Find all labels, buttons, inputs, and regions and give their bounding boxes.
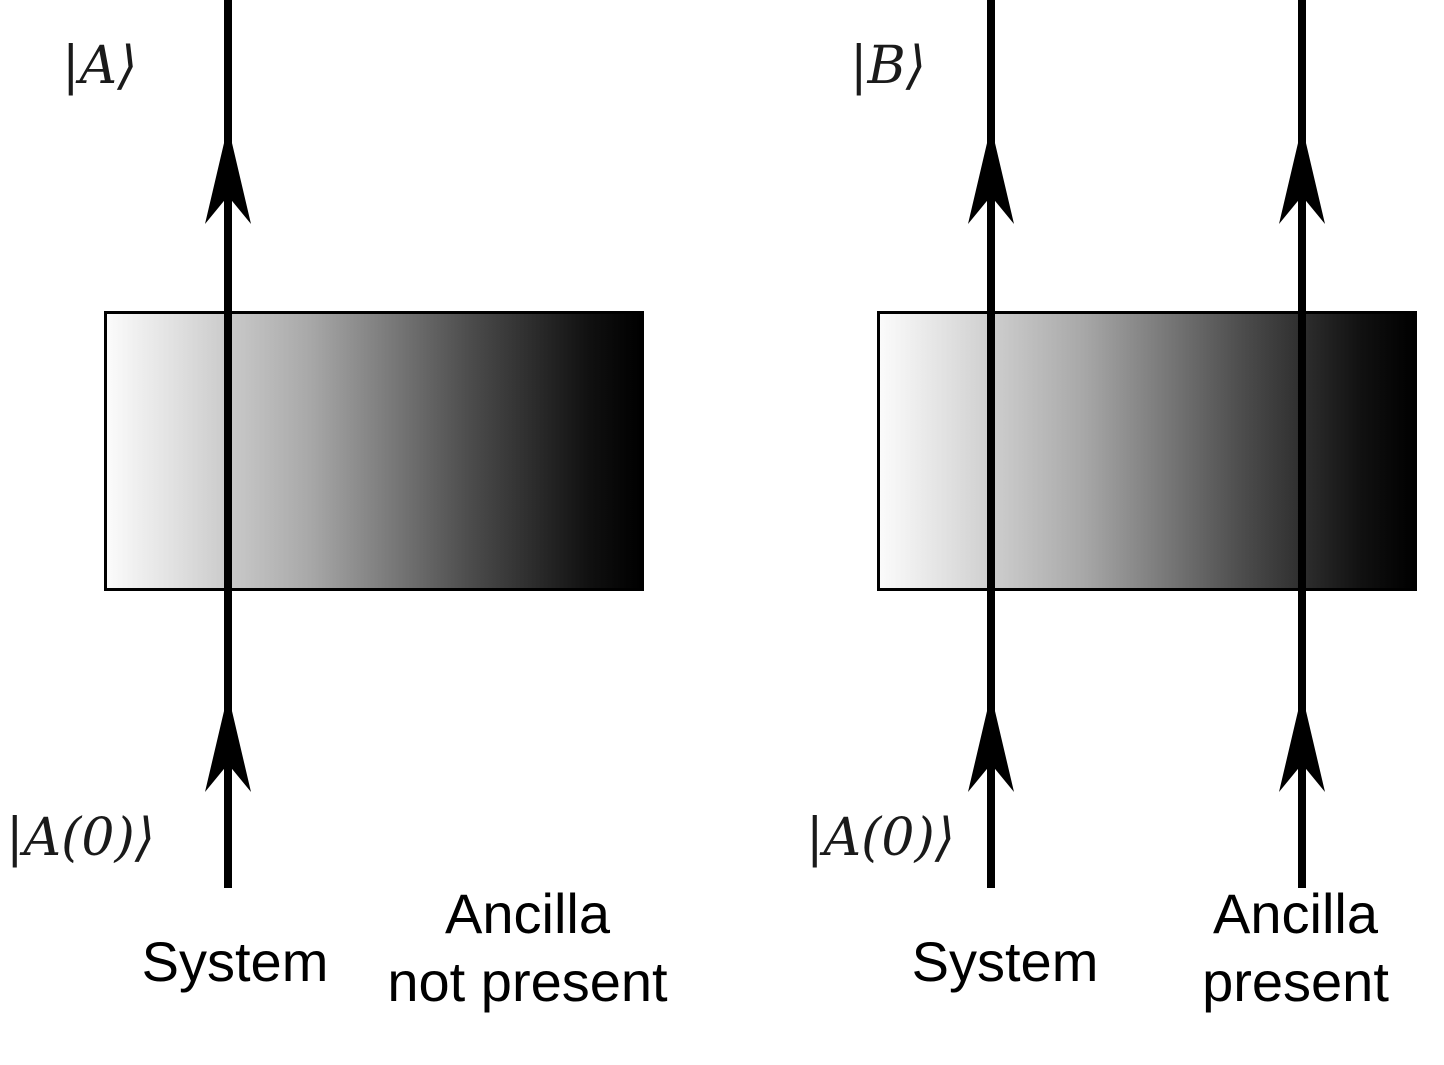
- arrow-up-icon: [205, 126, 251, 224]
- arrow-up-icon: [968, 694, 1014, 792]
- ancilla-status-line1: Ancilla: [445, 882, 610, 945]
- arrow-up-icon: [1279, 126, 1325, 224]
- ancilla-status-label-right: Ancilla present: [1128, 880, 1444, 1017]
- system-wire-right: [987, 0, 995, 888]
- ket-a0-label-left: |A(0)⟩: [6, 808, 156, 868]
- ket-b-label: |B⟩: [850, 36, 927, 96]
- arrow-up-icon: [968, 126, 1014, 224]
- gradient-interaction-box-left: [104, 311, 644, 591]
- system-label-left: System: [141, 930, 329, 993]
- system-label-right: System: [911, 930, 1099, 993]
- arrow-up-icon: [1279, 694, 1325, 792]
- ket-a0-label-right: |A(0)⟩: [806, 808, 956, 868]
- gradient-interaction-box-right: [877, 311, 1417, 591]
- arrow-up-icon: [205, 694, 251, 792]
- ancilla-status-line2: not present: [387, 950, 668, 1014]
- ancilla-status-label-left: Ancilla not present: [355, 880, 700, 1017]
- ancilla-status-line2: present: [1202, 950, 1389, 1014]
- ancilla-status-line1: Ancilla: [1213, 882, 1378, 945]
- system-wire-left: [224, 0, 232, 888]
- ancilla-wire: [1298, 0, 1306, 888]
- ket-a-label: |A⟩: [62, 36, 138, 96]
